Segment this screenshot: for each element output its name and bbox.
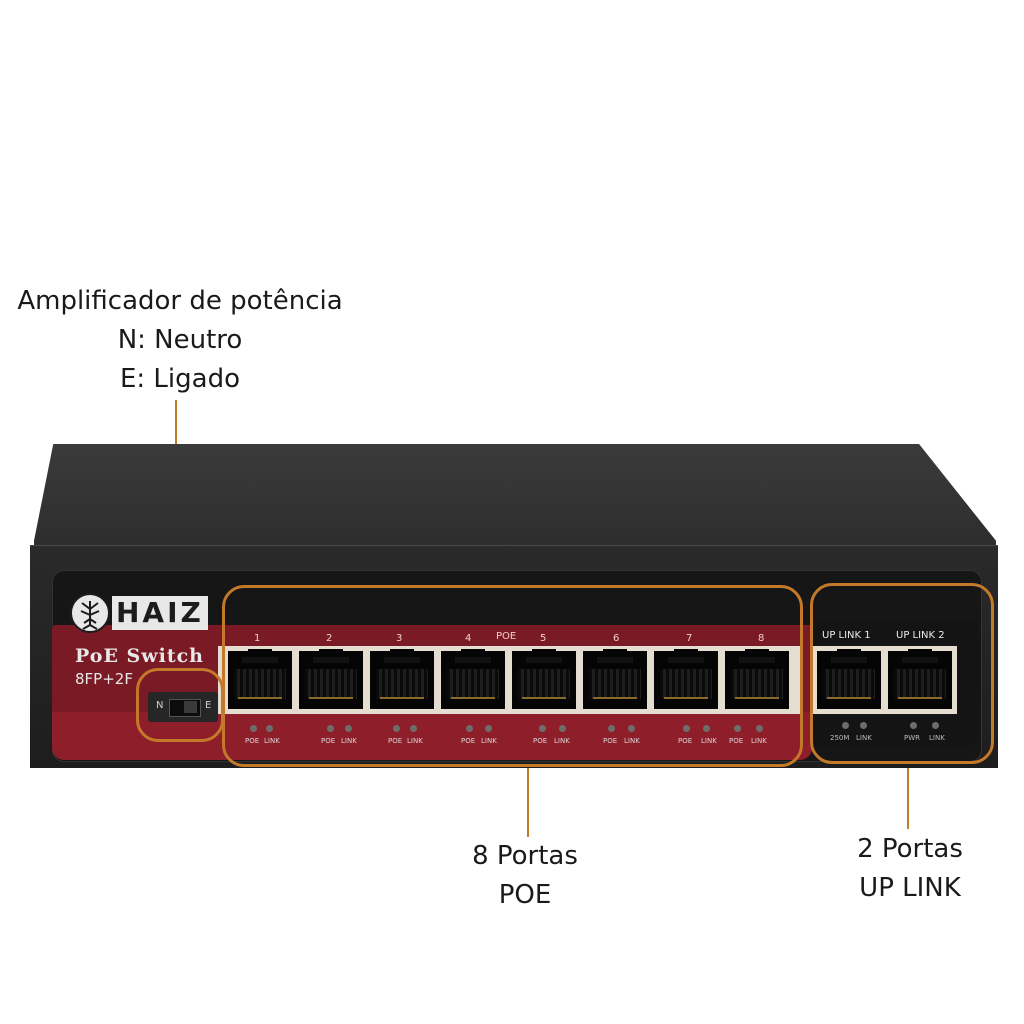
model-number: 8FP+2F xyxy=(75,670,133,688)
rj45-port-4[interactable] xyxy=(441,649,505,709)
rj45-port-7[interactable] xyxy=(654,649,718,709)
port-number-8: 8 xyxy=(758,633,765,644)
poe-ports-highlight xyxy=(222,585,803,767)
port-number-5: 5 xyxy=(540,633,547,644)
link-led-label-1: LINK xyxy=(264,737,280,745)
uplink-ports-highlight xyxy=(810,583,994,764)
uplink-2-label: UP LINK 2 xyxy=(896,630,945,641)
link-led-8 xyxy=(756,725,763,732)
link-led-1 xyxy=(266,725,273,732)
link-led-3 xyxy=(410,725,417,732)
port-number-7: 7 xyxy=(686,633,693,644)
power-led xyxy=(910,722,917,729)
amplifier-callout: Amplificador de potência N: Neutro E: Li… xyxy=(10,282,350,399)
amplifier-switch-highlight xyxy=(136,668,224,742)
link-led-6 xyxy=(628,725,635,732)
uplink-leader-line xyxy=(907,763,909,829)
speed-250m-led xyxy=(842,722,849,729)
tree-logo-icon xyxy=(70,593,110,633)
amplifier-callout-on: E: Ligado xyxy=(119,364,240,394)
power-label: PWR xyxy=(904,734,921,742)
port-number-2: 2 xyxy=(326,633,333,644)
poe-led-3 xyxy=(393,725,400,732)
model-name: PoE Switch xyxy=(75,645,205,667)
poe-led-8 xyxy=(734,725,741,732)
poe-header-label: POE xyxy=(496,631,517,642)
link-led-4 xyxy=(485,725,492,732)
port-number-1: 1 xyxy=(254,633,261,644)
port-number-3: 3 xyxy=(396,633,403,644)
rj45-port-1[interactable] xyxy=(228,649,292,709)
rj45-port-8[interactable] xyxy=(725,649,789,709)
poe-led-4 xyxy=(466,725,473,732)
poe-led-label-2: POE xyxy=(321,737,336,745)
poe-led-label-3: POE xyxy=(388,737,403,745)
link-led-label-7: LINK xyxy=(701,737,717,745)
amplifier-callout-title: Amplificador de potência xyxy=(17,286,343,316)
brand-logo-text: HAIZ xyxy=(112,596,208,630)
poe-led-label-7: POE xyxy=(678,737,693,745)
poe-led-label-6: POE xyxy=(603,737,618,745)
rj45-port-5[interactable] xyxy=(512,649,576,709)
poe-ports-callout-line1: 8 Portas xyxy=(472,841,578,871)
poe-led-1 xyxy=(250,725,257,732)
poe-led-label-1: POE xyxy=(245,737,260,745)
uplink-2-link-led xyxy=(932,722,939,729)
switch-top-cover xyxy=(34,444,996,554)
uplink-1-label: UP LINK 1 xyxy=(822,630,871,641)
uplink-callout-line2: UP LINK xyxy=(859,873,961,903)
link-led-label-6: LINK xyxy=(624,737,640,745)
rj45-port-2[interactable] xyxy=(299,649,363,709)
uplink-1-link-label: LINK xyxy=(856,734,872,742)
amplifier-callout-neutral: N: Neutro xyxy=(117,325,243,355)
speed-250m-label: 250M xyxy=(830,734,850,742)
link-led-2 xyxy=(345,725,352,732)
link-led-label-3: LINK xyxy=(407,737,423,745)
link-led-label-4: LINK xyxy=(481,737,497,745)
poe-leader-line xyxy=(527,767,529,837)
link-led-label-8: LINK xyxy=(751,737,767,745)
uplink-callout-line1: 2 Portas xyxy=(857,834,963,864)
port-number-6: 6 xyxy=(613,633,620,644)
rj45-port-6[interactable] xyxy=(583,649,647,709)
rj45-uplink-port-2[interactable] xyxy=(888,649,952,709)
poe-led-2 xyxy=(327,725,334,732)
extend-switch-toggle[interactable] xyxy=(184,701,197,713)
port-number-4: 4 xyxy=(465,633,472,644)
uplink-1-link-led xyxy=(860,722,867,729)
rj45-port-3[interactable] xyxy=(370,649,434,709)
poe-led-7 xyxy=(683,725,690,732)
link-led-label-5: LINK xyxy=(554,737,570,745)
poe-ports-callout: 8 Portas POE xyxy=(430,837,620,915)
switch-label-n: N xyxy=(156,700,164,711)
poe-led-label-4: POE xyxy=(461,737,476,745)
uplink-2-link-label: LINK xyxy=(929,734,945,742)
poe-led-label-5: POE xyxy=(533,737,548,745)
link-led-label-2: LINK xyxy=(341,737,357,745)
brand-logo: HAIZ xyxy=(70,593,220,633)
uplink-callout: 2 Portas UP LINK xyxy=(830,830,990,908)
poe-led-label-8: POE xyxy=(729,737,744,745)
poe-led-6 xyxy=(608,725,615,732)
poe-led-5 xyxy=(539,725,546,732)
link-led-5 xyxy=(559,725,566,732)
link-led-7 xyxy=(703,725,710,732)
switch-label-e: E xyxy=(205,700,212,711)
poe-ports-callout-line2: POE xyxy=(498,880,552,910)
rj45-uplink-port-1[interactable] xyxy=(817,649,881,709)
